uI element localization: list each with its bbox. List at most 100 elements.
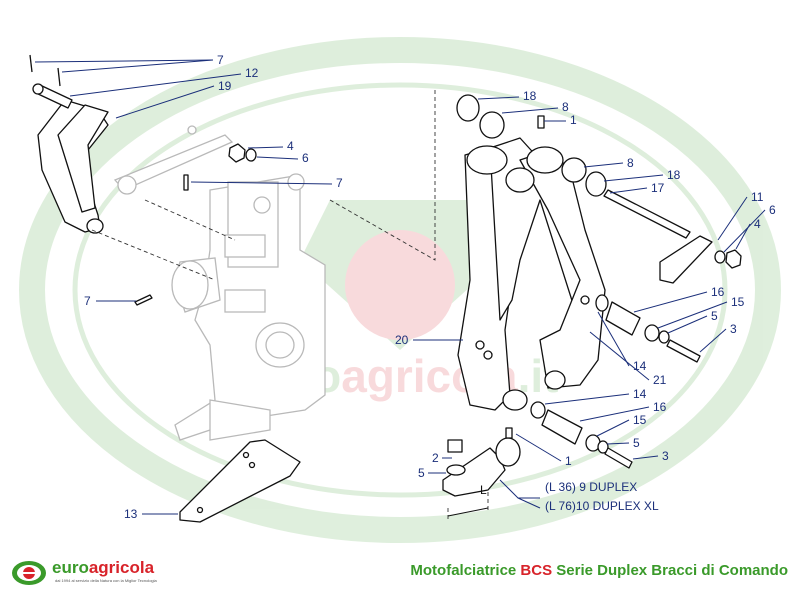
callout-c7b: 7 bbox=[190, 176, 343, 190]
callout-number: 11 bbox=[751, 190, 764, 204]
callout-number: 8 bbox=[562, 100, 569, 114]
callout-number: 5 bbox=[711, 309, 718, 323]
title-part-2: BCS bbox=[520, 562, 553, 579]
callout-c16a: 16 bbox=[633, 285, 725, 313]
variant-9-duplex: (L 36) 9 DUPLEX bbox=[545, 480, 637, 494]
callout-number: 16 bbox=[711, 285, 725, 299]
leader-line bbox=[583, 162, 624, 168]
leader-line bbox=[589, 331, 650, 381]
callout-c7a: 7 bbox=[34, 53, 224, 73]
callout-number: 5 bbox=[633, 436, 640, 450]
callout-number: 18 bbox=[667, 168, 681, 182]
callout-c6a: 6 bbox=[256, 151, 309, 165]
callout-c13: 13 bbox=[124, 507, 178, 521]
leader-line bbox=[606, 442, 630, 445]
callout-number: 3 bbox=[730, 322, 737, 336]
callout-c6b: 6 bbox=[723, 203, 776, 253]
leader-line bbox=[717, 196, 748, 241]
leader-line bbox=[115, 85, 215, 119]
brand-name-agricola: agricola bbox=[88, 558, 155, 577]
leader-line bbox=[667, 315, 708, 334]
callout-number: 18 bbox=[523, 89, 537, 103]
dimension-arrow bbox=[447, 507, 489, 517]
watermark: euroagricola.it bbox=[19, 37, 781, 543]
callout-c4a: 4 bbox=[247, 139, 294, 153]
callout-c2: 2 bbox=[432, 451, 452, 465]
bolt-set-lower bbox=[530, 401, 633, 469]
callout-c18b: 18 bbox=[603, 168, 681, 182]
callout-c18a: 18 bbox=[477, 89, 537, 103]
title-part-3: Serie Duplex Bracci di Comando bbox=[556, 562, 788, 579]
pin-7-center bbox=[183, 174, 189, 191]
leader-line bbox=[699, 328, 727, 353]
callout-number: 14 bbox=[633, 387, 647, 401]
callout-c17: 17 bbox=[609, 181, 665, 195]
callout-number: 3 bbox=[662, 449, 669, 463]
callout-c5a: 5 bbox=[418, 466, 446, 480]
dimension-label: L bbox=[480, 483, 487, 497]
callout-c8a: 8 bbox=[501, 100, 569, 114]
leader-line bbox=[657, 301, 728, 329]
gearbox-frame bbox=[113, 125, 326, 441]
callout-c11: 11 bbox=[717, 190, 764, 241]
callouts: 7121946771325188181817116416155320142114… bbox=[34, 53, 776, 521]
callout-c5c: 5 bbox=[606, 436, 640, 450]
plate-11 bbox=[659, 235, 713, 284]
leader-line bbox=[34, 59, 214, 63]
leader-line bbox=[603, 174, 664, 182]
callout-c1a: 1 bbox=[544, 113, 577, 127]
leader-line bbox=[632, 455, 659, 460]
bushing-8-lower bbox=[561, 157, 587, 183]
grease-nipple-1-upper bbox=[537, 115, 545, 129]
callout-number: 4 bbox=[287, 139, 294, 153]
callout-c5b: 5 bbox=[667, 309, 718, 334]
callout-c20: 20 bbox=[395, 333, 463, 347]
leader-line bbox=[633, 291, 708, 313]
callout-number: 7 bbox=[217, 53, 224, 67]
callout-number: 8 bbox=[627, 156, 634, 170]
callout-number: 1 bbox=[565, 454, 572, 468]
callout-number: 16 bbox=[653, 400, 667, 414]
diagram-title: Motofalciatrice BCS Serie Duplex Bracci … bbox=[268, 562, 788, 579]
callout-number: 1 bbox=[570, 113, 577, 127]
callout-c19: 19 bbox=[115, 79, 232, 119]
callout-c3b: 3 bbox=[632, 449, 669, 463]
brand-name-euro: euro bbox=[52, 558, 89, 577]
callout-c15b: 15 bbox=[596, 413, 647, 437]
leader-line bbox=[723, 209, 766, 253]
leader-line bbox=[579, 406, 650, 422]
callout-c3a: 3 bbox=[699, 322, 737, 353]
callout-number: 2 bbox=[432, 451, 439, 465]
nut-4-right bbox=[725, 249, 742, 269]
callout-number: 6 bbox=[302, 151, 309, 165]
brand-tagline: dal 1994 al servizio della Natura con la… bbox=[55, 578, 157, 583]
base-plate-13 bbox=[179, 439, 301, 523]
right-arm-assembly bbox=[457, 137, 606, 411]
callout-number: 15 bbox=[633, 413, 647, 427]
callout-number: 13 bbox=[124, 507, 138, 521]
callout-c12: 12 bbox=[69, 66, 259, 97]
leader-line bbox=[597, 311, 630, 367]
washer-6-right bbox=[714, 250, 726, 264]
brand-logo-text: euroagricola bbox=[52, 558, 154, 578]
callout-c4b: 4 bbox=[735, 217, 761, 250]
callout-number: 21 bbox=[653, 373, 667, 387]
leader-line bbox=[544, 393, 630, 405]
variant-bracket: (L 36) 9 DUPLEX (L 76)10 DUPLEX XL bbox=[499, 479, 659, 513]
leader-line bbox=[501, 107, 559, 114]
callout-number: 7 bbox=[84, 294, 91, 308]
callout-c21: 21 bbox=[589, 331, 667, 387]
callout-number: 15 bbox=[731, 295, 745, 309]
callout-c14b: 14 bbox=[544, 387, 647, 405]
variant-10-duplex-xl: (L 76)10 DUPLEX XL bbox=[545, 499, 659, 513]
callout-number: 4 bbox=[754, 217, 761, 231]
washer-18-lower bbox=[585, 171, 607, 197]
left-link-19 bbox=[29, 54, 109, 234]
washer-18-upper bbox=[456, 94, 480, 122]
callout-number: 7 bbox=[336, 176, 343, 190]
assembly-lines bbox=[91, 90, 489, 520]
callout-number: 12 bbox=[245, 66, 259, 80]
leader-line bbox=[61, 59, 214, 73]
leader-line bbox=[735, 223, 751, 250]
